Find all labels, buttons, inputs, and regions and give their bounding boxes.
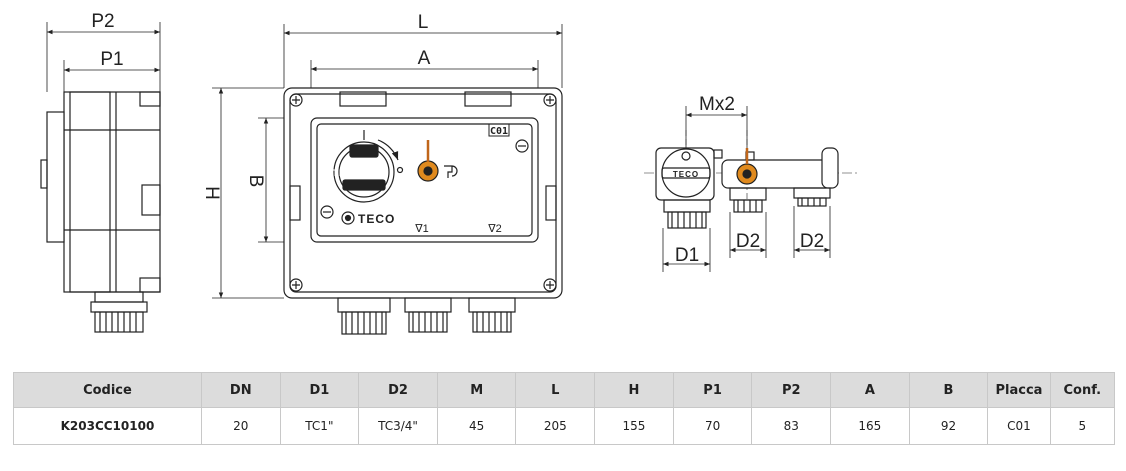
header-codice: Codice xyxy=(13,372,202,408)
cell-a: 165 xyxy=(830,407,910,445)
header-p1: P1 xyxy=(672,372,753,408)
header-d1: D1 xyxy=(279,372,360,408)
header-h: H xyxy=(594,372,674,408)
header-m: M xyxy=(436,372,517,408)
top-view-brand-logo: TECO xyxy=(673,170,699,179)
header-b: B xyxy=(908,372,989,408)
dim-b-label: B xyxy=(245,175,266,188)
dim-d2-left-label: D2 xyxy=(736,231,760,252)
cell-m: 45 xyxy=(436,407,517,445)
cell-placca: C01 xyxy=(987,407,1051,445)
dim-l-label: L xyxy=(418,12,429,33)
cell-h: 155 xyxy=(594,407,674,445)
side-view xyxy=(40,22,161,333)
dim-p2-label: P2 xyxy=(91,11,114,32)
header-l: L xyxy=(515,372,596,408)
dim-a-label: A xyxy=(418,48,431,69)
cell-dn: 20 xyxy=(200,407,281,445)
dim-d2-right-label: D2 xyxy=(800,231,824,252)
cell-l: 205 xyxy=(515,407,596,445)
header-p2: P2 xyxy=(751,372,832,408)
dim-h-label: H xyxy=(201,186,222,200)
header-a: A xyxy=(830,372,910,408)
header-conf: Conf. xyxy=(1049,372,1116,408)
header-d2: D2 xyxy=(358,372,438,408)
cell-d2: TC3/4" xyxy=(358,407,438,445)
technical-drawing: P2 P1 xyxy=(40,11,858,335)
cell-p2: 83 xyxy=(751,407,832,445)
port-v2-label: ∇2 xyxy=(487,223,501,235)
header-dn: DN xyxy=(200,372,281,408)
cell-d1: TC1" xyxy=(279,407,360,445)
cell-p1: 70 xyxy=(672,407,753,445)
table-header-row: Codice DN D1 D2 M L H P1 P2 A B Placca C… xyxy=(13,372,1116,408)
specs-table: Codice DN D1 D2 M L H P1 P2 A B Placca C… xyxy=(13,372,1116,445)
front-view xyxy=(212,24,563,335)
top-view xyxy=(644,106,858,272)
brand-logo: TECO xyxy=(358,212,395,226)
header-placca: Placca xyxy=(987,372,1051,408)
dim-d1-label: D1 xyxy=(675,245,699,266)
table-row: K203CC10100 20 TC1" TC3/4" 45 205 155 70… xyxy=(13,407,1116,445)
cell-b: 92 xyxy=(908,407,989,445)
dim-mx2-label: Mx2 xyxy=(699,94,735,115)
port-v1-label: ∇1 xyxy=(414,223,428,235)
cell-codice: K203CC10100 xyxy=(13,407,202,445)
knob-brand-logo: TECO xyxy=(332,168,361,178)
cell-conf: 5 xyxy=(1049,407,1116,445)
dim-p1-label: P1 xyxy=(100,49,123,70)
plate-code-badge: C01 xyxy=(490,126,508,137)
